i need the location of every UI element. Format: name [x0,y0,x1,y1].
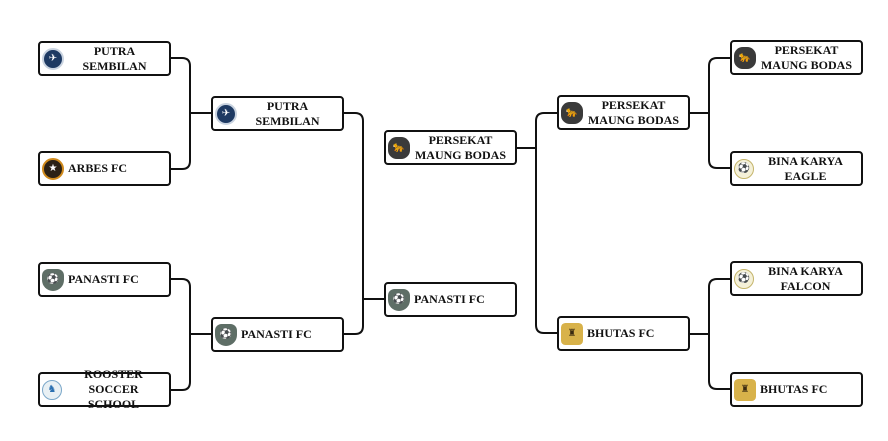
persekat-logo-icon: 🐆 [734,46,756,69]
team-slot-persekat-r2[interactable]: 🐆PERSEKAT MAUNG BODAS [557,95,690,130]
bina-karya-logo-icon: ⚽ [734,158,754,179]
connector-r1-bottom [688,278,730,390]
team-slot-rooster-soccer-school[interactable]: ♞ROOSTER SOCCER SCHOOL [38,367,171,411]
team-slot-panasti-fc-r2[interactable]: ⚽PANASTI FC [211,317,344,352]
team-slot-bhutas-fc-r2[interactable]: ♜BHUTAS FC [557,316,690,351]
panasti-fc-logo-icon: ⚽ [388,288,410,311]
panasti-fc-logo-icon: ⚽ [42,268,64,291]
connector-l1-bottom [169,278,211,391]
final-slot-panasti-fc[interactable]: ⚽PANASTI FC [384,282,517,317]
bina-karya-logo-icon: ⚽ [734,268,754,289]
final-slot-persekat[interactable]: 🐆PERSEKAT MAUNG BODAS [384,130,517,165]
connector-l2 [342,112,384,335]
bhutas-fc-logo-icon: ♜ [561,322,583,345]
bhutas-fc-logo-icon: ♜ [734,378,756,401]
team-slot-putra-sembilan-r2[interactable]: ✈PUTRA SEMBILAN [211,96,344,131]
putra-sembilan-logo-icon: ✈ [42,47,64,70]
team-slot-putra-sembilan[interactable]: ✈PUTRA SEMBILAN [38,41,171,76]
team-slot-bina-karya-falcon[interactable]: ⚽BINA KARYA FALCON [730,261,863,296]
team-slot-panasti-fc[interactable]: ⚽PANASTI FC [38,262,171,297]
team-slot-arbes-fc[interactable]: ★ARBES FC [38,151,171,186]
rooster-soccer-school-logo-icon: ♞ [42,379,62,400]
panasti-fc-logo-icon: ⚽ [215,323,237,346]
persekat-logo-icon: 🐆 [388,136,410,159]
putra-sembilan-logo-icon: ✈ [215,102,237,125]
arbes-fc-logo-icon: ★ [42,157,64,180]
persekat-logo-icon: 🐆 [561,101,583,124]
connector-l1-top [169,57,211,170]
team-slot-bina-karya-eagle[interactable]: ⚽BINA KARYA EAGLE [730,151,863,186]
connector-r2 [515,112,557,334]
team-slot-bhutas-fc[interactable]: ♜BHUTAS FC [730,372,863,407]
team-slot-persekat[interactable]: 🐆PERSEKAT MAUNG BODAS [730,40,863,75]
connector-r1-top [688,57,730,169]
